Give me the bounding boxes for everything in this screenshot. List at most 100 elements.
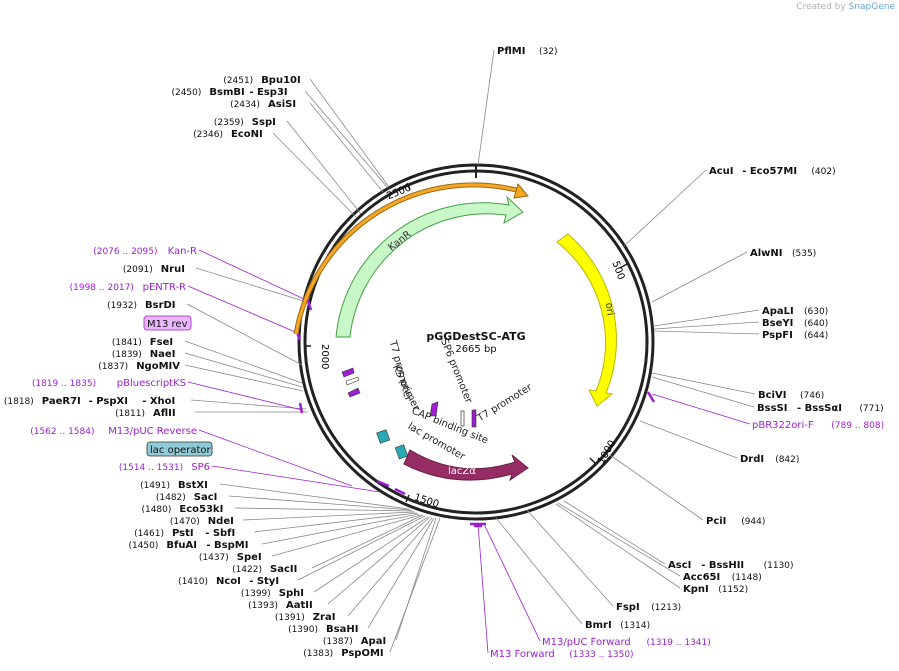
site-psti-leader: [253, 512, 418, 533]
site-sphi-leader: [313, 516, 429, 593]
kanr-feature[interactable]: KanR: [335, 195, 524, 338]
site-apai-pos: (1387): [323, 637, 353, 647]
primer-pbluescriptks-binding-mark: [298, 402, 304, 414]
lac-operator-label: lac operator: [150, 445, 211, 456]
site-ncoi-name: NcoI: [216, 576, 241, 587]
site-ncoi-alt1: - StyI: [249, 576, 279, 587]
site-zrai-leader: [347, 517, 433, 617]
site-spei-pos: (1437): [199, 553, 229, 563]
site-bcivi-pos: (746): [800, 391, 824, 401]
primer-pentr-r-name: pENTR-R: [143, 282, 186, 293]
lacz-feature[interactable]: lacZα: [403, 449, 529, 482]
site-paer7i-name: PaeR7I: [42, 396, 81, 407]
site-apali-pos: (630): [804, 307, 828, 317]
site-ndei-pos: (1470): [170, 517, 200, 527]
site-sacii-leader: [311, 514, 424, 569]
primer-kan-r-leader: [198, 249, 305, 300]
primer-m13-puc-forward-range: (1319 .. 1341): [647, 638, 711, 648]
site-psti-alt1: - SbfI: [205, 528, 235, 539]
primer-kan-r-name: Kan-R: [168, 246, 197, 257]
site-fsei-pos: (1841): [112, 338, 142, 348]
site-bsahi-pos: (1390): [288, 625, 318, 635]
site-bfuai-leader: [261, 513, 420, 545]
site-bsssi-leader: [651, 376, 755, 408]
primer-sp6-binding-mark: [376, 479, 390, 488]
site-bmri-leader: [495, 517, 583, 625]
site-pspomi-leader: [389, 517, 441, 653]
tick-label-500: 500: [609, 260, 626, 282]
site-bcivi-leader: [651, 372, 756, 395]
site-fsei-name: FseI: [150, 337, 173, 348]
site-bmri-pos: (1314): [620, 621, 650, 631]
ori-feature[interactable]: ori: [556, 233, 617, 407]
site-eco53ki-leader: [234, 507, 414, 512]
site-pcii-leader: [609, 454, 704, 521]
site-bmri-name: BmrI: [585, 620, 612, 631]
site-bsrdi-name: BsrDI: [145, 300, 176, 311]
site-asci-pos: (1130): [764, 561, 794, 571]
site-bsmbi-alt1: - Esp3I: [249, 87, 287, 98]
m13-rev-box[interactable]: M13 rev: [143, 315, 192, 331]
site-pspfi-leader: [653, 330, 760, 335]
site-apali-name: ApaLI: [762, 306, 794, 317]
primer-sp6-leader: [211, 465, 381, 493]
site-bsmbi-leader: [304, 90, 389, 189]
ori-label: ori: [603, 302, 616, 316]
site-fspi-pos: (1213): [651, 603, 681, 613]
site-bsssi-name: BssSI: [757, 403, 787, 414]
m13-rev-label: M13 rev: [147, 319, 188, 330]
site-bpu10i-leader: [309, 78, 390, 188]
site-bcivi-name: BciVI: [758, 390, 786, 401]
site-zrai-pos: (1391): [275, 613, 305, 623]
site-econi-name: EcoNI: [231, 129, 263, 140]
site-pspomi-name: PspOMI: [341, 648, 383, 659]
primer-pentr-r-leader: [187, 285, 301, 335]
site-bsrdi-leader: [186, 303, 303, 366]
site-econi-leader: [272, 132, 358, 219]
site-acc65i-name: Acc65I: [683, 572, 720, 583]
primer-pbr322ori-f-name: pBR322ori-F: [752, 420, 814, 431]
site-pspfi-pos: (644): [804, 331, 828, 341]
site-naei-name: NaeI: [150, 349, 176, 360]
site-fspi-name: FspI: [616, 602, 640, 613]
site-bseyi-pos: (640): [804, 319, 828, 329]
primer-m13-puc-forward-name: M13/pUC Forward: [542, 637, 631, 648]
site-kpni-pos: (1152): [718, 585, 748, 595]
plasmid-length: 2665 bp: [455, 344, 496, 355]
site-acc65i-pos: (1148): [732, 573, 762, 583]
site-labels: PflMI(32)AcuI- Eco57MI(402)AlwNI(535)Apa…: [4, 46, 884, 660]
snapgene-brand: SnapGene: [848, 2, 895, 12]
site-ndei-leader: [242, 511, 416, 521]
site-fspi-leader: [526, 509, 614, 607]
site-asisi-leader: [309, 102, 384, 193]
site-psti-name: PstI: [172, 528, 194, 539]
site-bsssi-alt: - BssSαI: [797, 403, 842, 414]
site-sacii-pos: (1422): [232, 565, 262, 575]
primer-m13-puc-reverse-binding-mark: [394, 487, 406, 496]
site-nrui-leader: [195, 267, 311, 304]
primer-pbr322ori-f-binding-mark: [646, 391, 656, 403]
site-nrui-name: NruI: [161, 264, 185, 275]
site-asci-leader: [563, 500, 666, 565]
primer-m13-forward-range: (1333 .. 1350): [569, 650, 633, 660]
leader-lines: [184, 49, 760, 654]
lac-operator-box[interactable]: lac operator: [146, 441, 213, 457]
orf-arrow[interactable]: [293, 182, 529, 335]
site-bfuai-name: BfuAI: [166, 540, 197, 551]
primer-m13-puc-reverse-range: (1562 .. 1584): [30, 427, 94, 437]
primer-m13-forward-leader: [477, 523, 489, 654]
site-ngomiv-pos: (1837): [98, 362, 128, 372]
site-bsssi-pos: (771): [859, 404, 883, 414]
site-paer7i-alt1: - PspXI: [89, 396, 128, 407]
site-econi-pos: (2346): [193, 130, 223, 140]
primer-m13-puc-reverse-name: M13/pUC Reverse: [108, 426, 197, 437]
site-sacii-name: SacII: [270, 564, 297, 575]
site-acui-alt: - Eco57MI: [742, 166, 797, 177]
primer-pbluescriptks-range: (1819 .. 1835): [32, 379, 96, 389]
site-kpni-leader: [555, 503, 681, 589]
site-eco53ki-pos: (1480): [141, 505, 171, 515]
site-pflmi-name: PflMI: [497, 46, 525, 57]
primer-sp6-name: SP6: [191, 462, 210, 473]
site-pflmi-leader: [477, 49, 495, 166]
